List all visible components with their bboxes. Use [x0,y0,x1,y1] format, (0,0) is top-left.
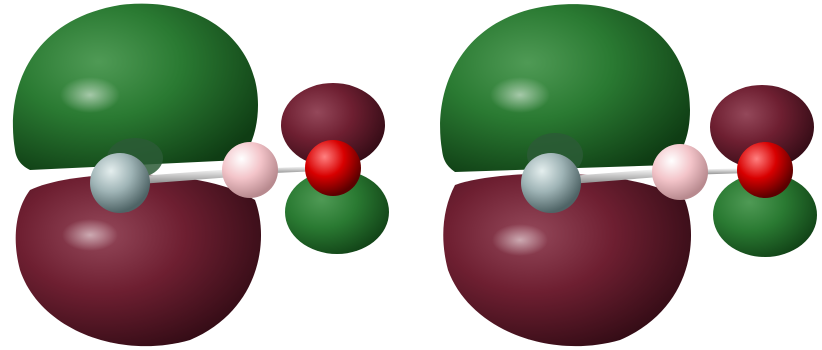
bond [140,168,246,184]
bridge-atom [222,142,278,198]
large-maroon-lobe [443,173,692,347]
left-orbital-panel [12,3,389,347]
small-maroon-lobe [281,83,385,167]
bond [570,168,672,184]
metal-atom [521,153,581,213]
right-orbital-panel [440,4,817,347]
maroon-highlight [492,224,548,256]
oxygen-atom [305,140,361,196]
oxygen-atom [737,142,793,198]
green-highlight [490,77,550,113]
bridge-atom [652,144,708,200]
large-maroon-lobe [15,174,262,347]
large-green-lobe [440,4,690,173]
small-maroon-lobe [710,85,814,169]
small-green-lobe [285,170,389,254]
large-green-lobe [12,3,258,170]
metal-atom [90,153,150,213]
small-green-lobe [713,173,817,257]
green-highlight [60,77,120,113]
maroon-highlight [62,219,118,251]
